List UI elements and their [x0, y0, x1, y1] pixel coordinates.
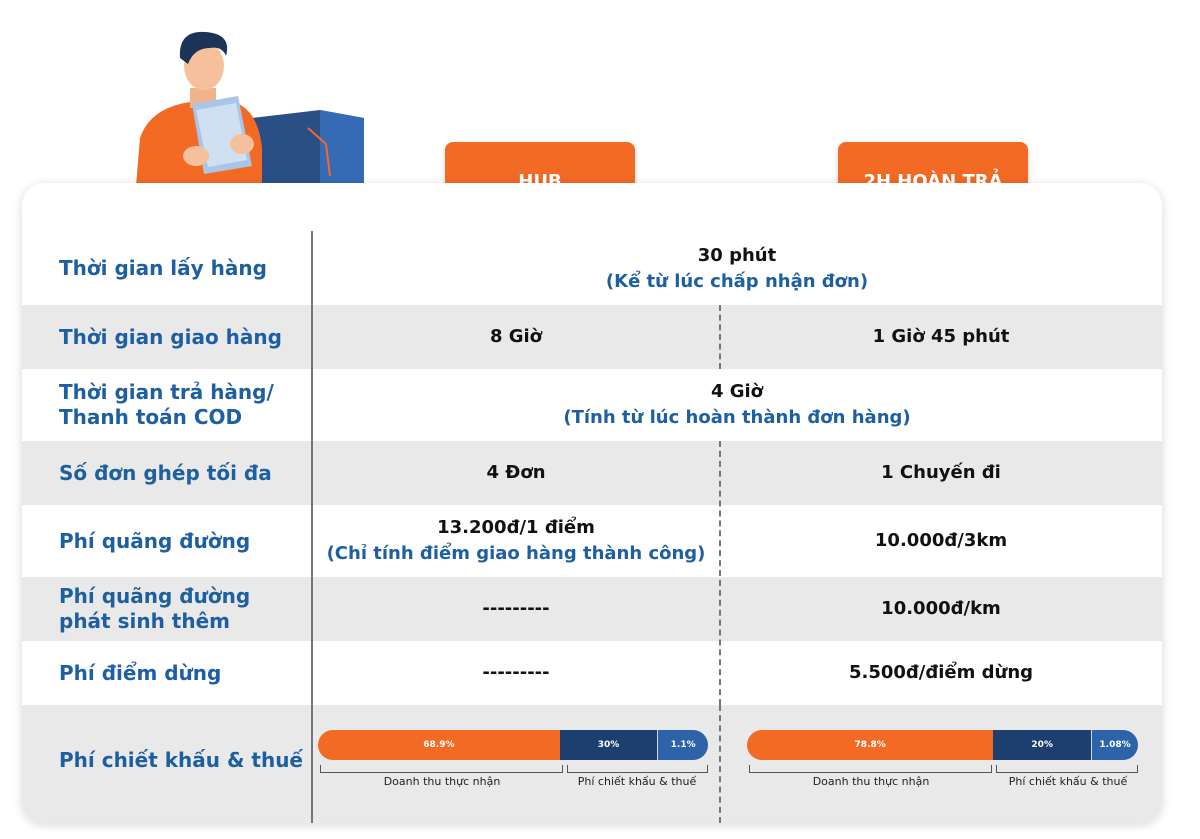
- tax-segment: 1.08%: [1091, 730, 1138, 760]
- row-label: Số đơn ghép tối đa: [59, 460, 272, 485]
- hub-distance-fee-value: 13.200đ/1 điểm (Chỉ tính điểm giao hàng …: [326, 517, 706, 564]
- comparison-table: Thời gian lấy hàng 30 phút (Kể từ lúc ch…: [22, 183, 1162, 823]
- hub-stop-fee-value: ---------: [482, 662, 550, 683]
- column-divider: [719, 705, 721, 823]
- row-label: Phí điểm dừng: [59, 660, 222, 685]
- row-stop-fee: Phí điểm dừng --------- 5.500đ/điểm dừng: [22, 641, 1162, 705]
- row-return-cod: Thời gian trả hàng/ Thanh toán COD 4 Giờ…: [22, 369, 1162, 441]
- label-column-divider: [311, 231, 313, 823]
- row-label: Thời gian trả hàng/ Thanh toán COD: [59, 380, 274, 429]
- revenue-segment: 68.9%: [318, 730, 560, 760]
- row-discount-tax: Phí chiết khấu & thuế 68.9% 30% 1.1% Doa…: [22, 705, 1162, 823]
- revenue-legend-label: Doanh thu thực nhận: [812, 775, 930, 788]
- column-divider: [719, 305, 721, 369]
- return2h-delivery-value: 1 Giờ 45 phút: [872, 326, 1010, 347]
- row-pickup-time: Thời gian lấy hàng 30 phút (Kể từ lúc ch…: [22, 232, 1162, 305]
- row-label: Phí quãng đường: [59, 528, 251, 553]
- fee-bracket: [567, 765, 708, 773]
- row-delivery-time: Thời gian giao hàng 8 Giờ 1 Giờ 45 phút: [22, 305, 1162, 369]
- fee-bracket: [996, 765, 1138, 773]
- hub-delivery-value: 8 Giờ: [489, 326, 543, 347]
- hub-extra-distance-value: ---------: [482, 598, 550, 619]
- tax-segment: 1.1%: [657, 730, 708, 760]
- discount-segment: 30%: [559, 730, 658, 760]
- revenue-bracket: [749, 765, 992, 773]
- row-label: Phí quãng đường phát sinh thêm: [59, 584, 251, 633]
- return2h-distance-fee-value: 10.000đ/3km: [874, 530, 1008, 551]
- return-cod-value: 4 Giờ (Tính từ lúc hoàn thành đơn hàng): [563, 381, 911, 428]
- return2h-discount-bar: 78.8% 20% 1.08%: [747, 730, 1138, 760]
- revenue-legend-label: Doanh thu thực nhận: [383, 775, 501, 788]
- row-label: Thời gian giao hàng: [59, 324, 282, 349]
- row-label: Thời gian lấy hàng: [59, 256, 267, 280]
- return2h-extra-distance-value: 10.000đ/km: [881, 598, 1001, 619]
- revenue-bracket: [320, 765, 563, 773]
- hub-max-orders-value: 4 Đơn: [486, 462, 546, 483]
- fee-legend-label: Phí chiết khấu & thuế: [577, 775, 697, 788]
- return2h-stop-fee-value: 5.500đ/điểm dừng: [848, 662, 1034, 683]
- delivery-person-illustration: [136, 31, 364, 186]
- revenue-segment: 78.8%: [747, 730, 994, 760]
- fee-legend-label: Phí chiết khấu & thuế: [1008, 775, 1128, 788]
- row-label: Phí chiết khấu & thuế: [59, 747, 303, 772]
- pickup-value: 30 phút (Kể từ lúc chấp nhận đơn): [605, 244, 869, 292]
- return2h-max-orders-value: 1 Chuyến đi: [881, 462, 1001, 483]
- row-max-orders: Số đơn ghép tối đa 4 Đơn 1 Chuyến đi: [22, 441, 1162, 505]
- hub-discount-bar: 68.9% 30% 1.1%: [318, 730, 708, 760]
- row-distance-fee: Phí quãng đường 13.200đ/1 điểm (Chỉ tính…: [22, 505, 1162, 577]
- row-extra-distance-fee: Phí quãng đường phát sinh thêm ---------…: [22, 577, 1162, 641]
- discount-segment: 20%: [993, 730, 1092, 760]
- column-divider: [719, 441, 721, 705]
